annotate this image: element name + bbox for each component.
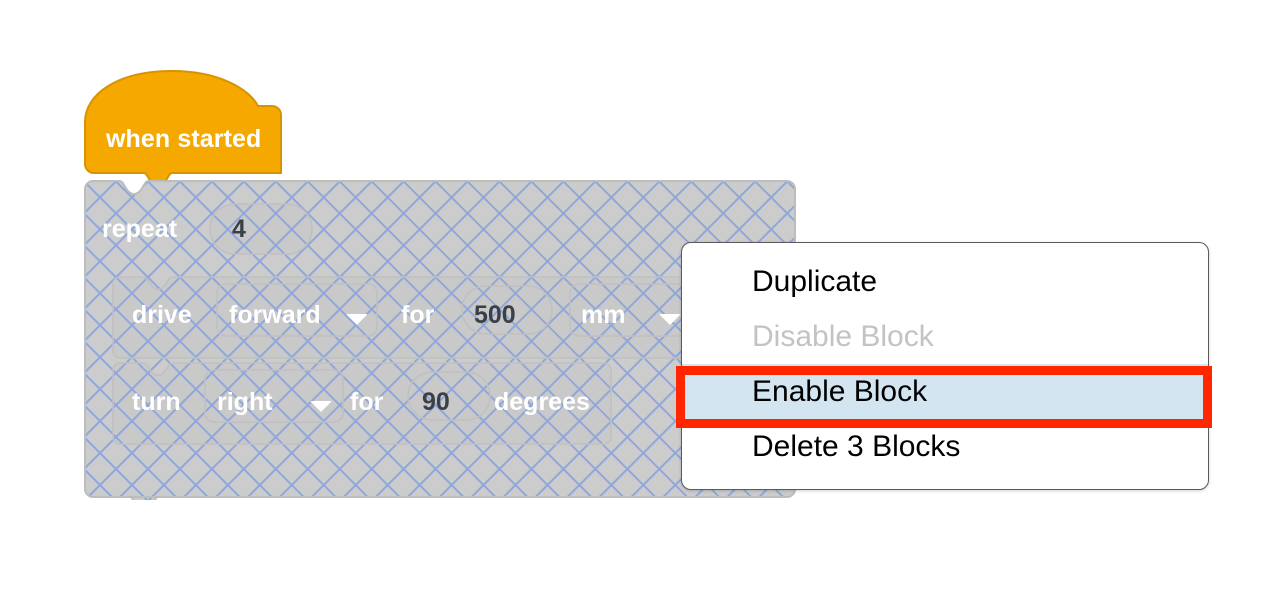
context-menu-item-enable-block[interactable]: Enable Block xyxy=(682,364,1208,419)
context-menu-item-delete-blocks[interactable]: Delete 3 Blocks xyxy=(752,430,961,463)
context-menu-item-disable-block: Disable Block xyxy=(752,320,934,353)
context-menu-item-duplicate[interactable]: Duplicate xyxy=(752,265,878,298)
when-started-block[interactable]: when started xyxy=(84,68,288,191)
repeat-block-shape xyxy=(84,180,796,500)
context-menu-list: Duplicate Disable Block Enable Block Del… xyxy=(682,243,1208,489)
when-started-block-shape xyxy=(84,69,282,188)
repeat-block[interactable]: repeat 4 drive forward for 500 mm turn r… xyxy=(84,180,796,500)
block-context-menu[interactable]: Duplicate Disable Block Enable Block Del… xyxy=(681,242,1209,490)
